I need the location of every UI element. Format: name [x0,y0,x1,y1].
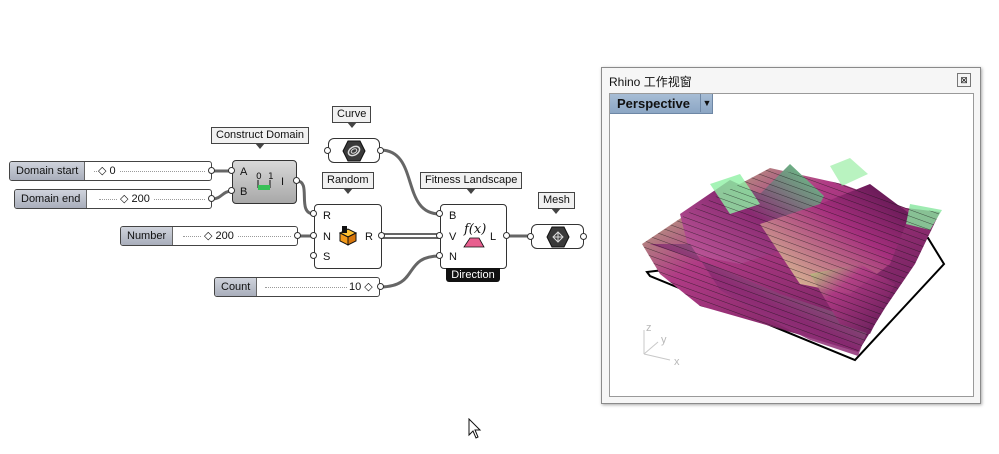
domain-start-slider[interactable]: Domain start ◇ 0 [9,161,212,181]
input-grip[interactable] [324,147,331,154]
domain-start-number: 0 [109,165,116,177]
fitness-landscape-component[interactable]: B V N L f(x) [440,204,507,269]
input-b-port[interactable]: B [240,186,248,198]
mouse-cursor-icon [468,418,482,439]
output-grip[interactable] [377,147,384,154]
terrain-mesh [642,158,946,362]
input-grip[interactable] [436,210,443,217]
input-grip[interactable] [436,252,443,259]
mesh-param[interactable] [531,224,584,249]
random-component[interactable]: R N S R [314,204,382,269]
output-grip[interactable] [580,233,587,240]
output-grip[interactable] [294,232,301,239]
count-value[interactable]: 10 ◇ [347,278,375,296]
viewport-area[interactable]: Perspective ▼ [609,93,974,397]
output-grip[interactable] [378,232,385,239]
output-l-port[interactable]: L [490,231,497,243]
count-slider[interactable]: Count 10 ◇ [214,277,380,297]
input-grip[interactable] [310,252,317,259]
mesh-tag: Mesh [538,192,575,214]
count-number: 10 [349,281,362,293]
number-slider[interactable]: Number ◇ 200 [120,226,298,246]
input-n-port[interactable]: N [323,231,331,243]
output-i-port[interactable]: I [281,176,285,188]
input-b-port[interactable]: B [449,210,457,222]
dropdown-arrow-icon[interactable]: ▼ [700,94,713,112]
number-number: 200 [215,230,234,242]
output-grip[interactable] [293,177,300,184]
input-grip[interactable] [436,232,443,239]
wire-domain-to-random [296,179,315,216]
input-grip[interactable] [527,233,534,240]
rhino-viewport-window[interactable]: Rhino 工作视窗 ⊠ Perspective ▼ [601,67,981,404]
output-grip[interactable] [208,195,215,202]
input-grip[interactable] [310,232,317,239]
construct-domain-tag: Construct Domain [211,127,310,149]
domain-end-slider[interactable]: Domain end ◇ 200 [14,189,212,209]
axis-z-label: z [646,322,652,334]
random-tag: Random [322,172,374,194]
curve-hex-icon [342,140,366,162]
slider-track [94,171,205,172]
view-name-tab[interactable]: Perspective ▼ [610,94,713,114]
domain-icon: 0 1 [256,172,274,190]
domain-start-label: Domain start [10,162,86,180]
input-n-port[interactable]: N [449,251,457,263]
window-title: Rhino 工作视窗 [609,75,692,89]
axis-widget [643,330,671,361]
input-v-port[interactable]: V [449,231,457,243]
input-s-port[interactable]: S [323,251,331,263]
input-r-port[interactable]: R [323,210,331,222]
fitness-landscape-tag: Fitness Landscape [420,172,523,194]
axis-y-label: y [661,334,667,346]
slider-track [265,287,373,288]
domain-start-value[interactable]: ◇ 0 [98,162,119,180]
axis-x-label: x [674,356,680,368]
formula-icon: f(x) [464,222,487,237]
construct-domain-component[interactable]: A B I 0 1 [232,160,297,204]
output-grip[interactable] [208,167,215,174]
close-icon[interactable]: ⊠ [957,73,971,87]
direction-label: Direction [446,268,500,282]
output-grip[interactable] [377,283,384,290]
domain-end-label: Domain end [15,190,88,208]
output-r-port[interactable]: R [365,231,373,243]
output-grip[interactable] [503,232,510,239]
mesh-hex-icon [546,226,570,248]
landscape-icon [463,237,485,248]
domain-end-number: 200 [131,193,150,205]
dice-icon [338,226,358,246]
slider-track [183,236,291,237]
svg-text:1: 1 [268,172,274,182]
view-name-label: Perspective [617,96,690,111]
curve-param[interactable] [328,138,380,163]
curve-tag: Curve [332,106,372,128]
input-grip[interactable] [310,210,317,217]
count-label: Count [215,278,258,296]
domain-end-value[interactable]: ◇ 200 [117,190,153,208]
number-label: Number [121,227,174,245]
svg-text:0: 0 [256,172,262,182]
input-grip[interactable] [228,187,235,194]
input-a-port[interactable]: A [240,166,248,178]
wire-curve-to-fitness [379,148,441,216]
wire-count-to-fitness [379,254,441,289]
number-value[interactable]: ◇ 200 [201,227,237,245]
input-grip[interactable] [228,167,235,174]
